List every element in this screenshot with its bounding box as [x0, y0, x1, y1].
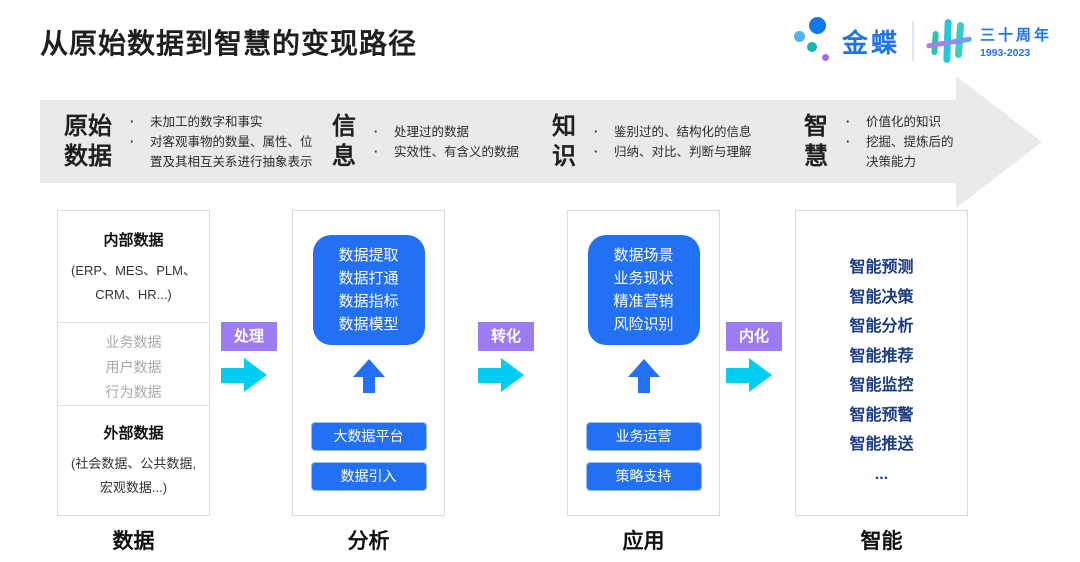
list-item: 智能推荐 — [849, 347, 914, 365]
list-item: 智能推送 — [849, 436, 914, 453]
intelligence-column-box: 智能预测 智能决策 智能分析 智能推荐 智能监控 智能预警 智能推送 ... — [795, 210, 968, 516]
transform-label: 转化 — [478, 322, 534, 351]
stage-bullets: 未加工的数字和事实 对客观事物的数量、属性、位置及其相互关系进行抽象表示 — [128, 112, 324, 172]
arrow-right-icon — [221, 358, 277, 392]
kingdee-butterfly-icon — [792, 14, 836, 68]
strategy-support-button: 策略支持 — [585, 462, 702, 491]
anniversary-text: 三十周年 1993-2023 — [980, 24, 1052, 59]
list-item: 智能预测 — [849, 259, 914, 276]
footer-label-application: 应用 — [622, 530, 665, 553]
list-item: 智能分析 — [849, 318, 914, 335]
external-data-title: 外部数据 — [103, 425, 164, 442]
stage-bullets: 价值化的知识 挖掘、提炼后的决策能力 — [844, 112, 956, 172]
stage-knowledge: 知 识 鉴别过的、结构化的信息 归纳、对比、判断与理解 — [552, 112, 804, 172]
stage-bullets: 鉴别过的、结构化的信息 归纳、对比、判断与理解 — [592, 122, 752, 162]
connector-transform: 转化 — [478, 322, 534, 392]
analysis-card: 数据提取 数据打通 数据指标 数据模型 — [312, 235, 425, 345]
application-card: 数据场景 业务现状 精准营销 风险识别 — [587, 235, 700, 345]
anniversary-title: 三十周年 — [979, 26, 1052, 44]
external-data-examples: (社会数据、公共数据, 宏观数据...) — [71, 456, 196, 495]
anniversary-years: 1993-2023 — [979, 46, 1031, 59]
stage-term: 信 息 — [332, 112, 356, 170]
stage-information: 信 息 处理过的数据 实效性、有含义的数据 — [332, 112, 552, 172]
list-item: 智能预警 — [849, 406, 914, 424]
list-item: 智能监控 — [849, 377, 914, 394]
middle-data-list: 业务数据 用户数据 行为数据 — [58, 322, 209, 406]
connector-process: 处理 — [221, 322, 277, 392]
stage-raw-data: 原始 数据 未加工的数字和事实 对客观事物的数量、属性、位置及其相互关系进行抽象… — [64, 112, 332, 172]
internal-data-section: 内部数据 (ERP、MES、PLM、 CRM、HR...) — [58, 211, 209, 322]
footer-label-data: 数据 — [112, 530, 155, 553]
big-data-platform-button: 大数据平台 — [310, 422, 427, 451]
application-column-box: 数据场景 业务现状 精准营销 风险识别 业务运营 策略支持 — [567, 210, 720, 516]
footer-label-analysis: 分析 — [347, 530, 390, 553]
stage-term: 智 慧 — [804, 112, 828, 170]
data-import-button: 数据引入 — [310, 462, 427, 491]
logo-divider — [911, 21, 914, 61]
internalize-label: 内化 — [726, 322, 782, 351]
process-label: 处理 — [221, 322, 277, 351]
external-data-section: 外部数据 (社会数据、公共数据, 宏观数据...) — [58, 406, 209, 500]
arrow-up-icon — [627, 359, 660, 393]
page-title: 从原始数据到智慧的变现路径 — [40, 28, 418, 59]
list-item: ... — [874, 465, 889, 483]
list-item: 智能决策 — [849, 288, 914, 306]
list-item: 用户数据 — [105, 359, 162, 375]
application-buttons: 业务运营 策略支持 — [585, 422, 702, 491]
arrow-right-icon — [726, 358, 782, 392]
anniversary-30-icon — [925, 15, 973, 67]
analysis-buttons: 大数据平台 数据引入 — [310, 422, 427, 491]
connector-internalize: 内化 — [726, 322, 782, 392]
kingdee-logo: 金蝶 三十周年 1993-2023 — [792, 14, 1052, 68]
stage-term: 原始 数据 — [64, 112, 112, 170]
arrow-right-icon — [478, 358, 534, 392]
list-item: 行为数据 — [105, 384, 162, 400]
dikw-arrow-banner: 原始 数据 未加工的数字和事实 对客观事物的数量、属性、位置及其相互关系进行抽象… — [40, 75, 1042, 208]
banner-arrowhead-icon — [956, 75, 1042, 208]
internal-data-title: 内部数据 — [103, 232, 164, 249]
stage-wisdom: 智 慧 价值化的知识 挖掘、提炼后的决策能力 — [804, 112, 956, 172]
arrow-up-icon — [352, 359, 385, 393]
data-column-box: 内部数据 (ERP、MES、PLM、 CRM、HR...) 业务数据 用户数据 … — [57, 210, 210, 516]
stage-term: 知 识 — [552, 112, 576, 170]
stage-bullets: 处理过的数据 实效性、有含义的数据 — [372, 122, 519, 162]
internal-data-examples: (ERP、MES、PLM、 CRM、HR...) — [71, 263, 196, 302]
analysis-column-box: 数据提取 数据打通 数据指标 数据模型 大数据平台 数据引入 — [292, 210, 445, 516]
footer-label-intelligence: 智能 — [860, 530, 903, 553]
list-item: 业务数据 — [105, 334, 162, 350]
brand-name: 金蝶 — [841, 27, 900, 58]
business-operation-button: 业务运营 — [585, 422, 702, 451]
